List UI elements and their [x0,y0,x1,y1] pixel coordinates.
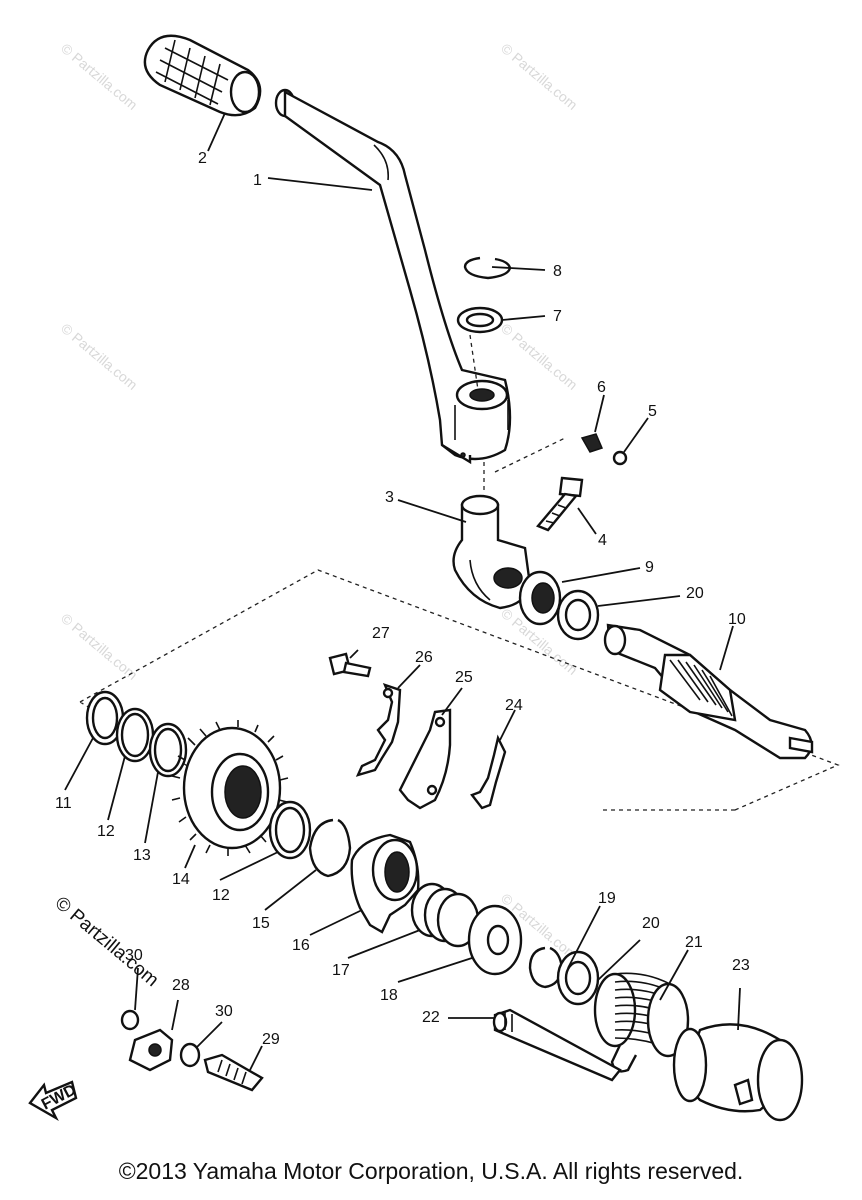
part-4-bolt [536,476,584,532]
part-10-kick-axle [603,623,814,760]
part-6-set-screw [580,433,604,453]
watermark: © Partzilla.com [58,40,141,113]
callout-30: 30 [125,947,143,964]
callout-18: 18 [380,987,398,1004]
callout-20: 20 [686,585,704,602]
part-20-washer [556,589,600,641]
part-16-ratchet [350,833,420,934]
part-11-circlip [85,690,125,746]
callout-6: 6 [597,379,606,396]
watermark-featured: © Partzilla.com [51,893,163,991]
callout-9: 9 [645,559,654,576]
part-5-ball [612,450,628,466]
part-27-bolt [328,652,372,678]
part-1-kick-lever [274,88,512,465]
callout-numbers: 1 2 3 4 5 6 7 8 9 10 11 12 13 14 12 15 1… [55,150,750,1048]
callout-4: 4 [598,532,607,549]
part-20-washer [556,950,600,1006]
callout-20: 20 [642,915,660,932]
part-13-washer [148,722,188,778]
callout-23: 23 [732,957,750,974]
part-22-pin [492,1008,622,1082]
callout-27: 27 [372,625,390,642]
watermark: © Partzilla.com [58,610,141,683]
part-15-circlip [308,818,352,878]
callout-30: 30 [215,1003,233,1020]
part-12-washer [268,800,312,860]
callout-11: 11 [55,795,72,812]
callout-8: 8 [553,263,562,280]
callout-14: 14 [172,871,190,888]
part-25-guide [398,708,452,810]
part-21-return-spring [593,972,690,1073]
copyright-notice: ©2013 Yamaha Motor Corporation, U.S.A. A… [118,1158,744,1184]
leader-lines [64,112,741,1071]
part-3-kick-boss [452,494,532,610]
callout-28: 28 [172,977,190,994]
part-2-grip [143,34,262,117]
part-18-washer [467,904,523,976]
callout-16: 16 [292,937,310,954]
callout-24: 24 [505,697,523,714]
watermark: © Partzilla.com [58,320,141,393]
callout-10: 10 [728,611,746,628]
part-26-hole [382,687,394,699]
part-24-clip [470,734,507,810]
part-29-shaft [203,1053,264,1092]
callout-19: 19 [598,890,616,907]
part-7-washer [456,306,504,334]
part-14-kick-gear [171,720,289,856]
callout-25: 25 [455,669,473,686]
part-12-washer [115,707,155,763]
part-30-circlip [120,1009,140,1031]
part-26-plate [355,683,402,777]
part-8-circlip [463,256,512,280]
callout-12: 12 [212,887,230,904]
fwd-arrow-icon: FWD [28,1080,79,1122]
watermarks: © Partzilla.com © Partzilla.com © Partzi… [58,40,581,963]
part-30-washer [179,1042,201,1068]
callout-26: 26 [415,649,433,666]
callout-22: 22 [422,1009,440,1026]
callout-12: 12 [97,823,115,840]
callout-21: 21 [685,934,703,951]
part-23-spring-cover [672,1023,804,1122]
align-line [469,334,566,490]
watermark: © Partzilla.com [498,320,581,393]
callout-29: 29 [262,1031,280,1048]
part-9-oil-seal [518,570,562,626]
watermark: © Partzilla.com [498,40,581,113]
callout-7: 7 [553,308,562,325]
part-28-stopper [128,1028,174,1072]
callout-17: 17 [332,962,350,979]
callout-15: 15 [252,915,270,932]
callout-13: 13 [133,847,151,864]
part-19-circlip [528,946,564,989]
callout-1: 1 [253,172,262,189]
callout-3: 3 [385,489,394,506]
callout-5: 5 [648,403,657,420]
callout-2: 2 [198,150,207,167]
